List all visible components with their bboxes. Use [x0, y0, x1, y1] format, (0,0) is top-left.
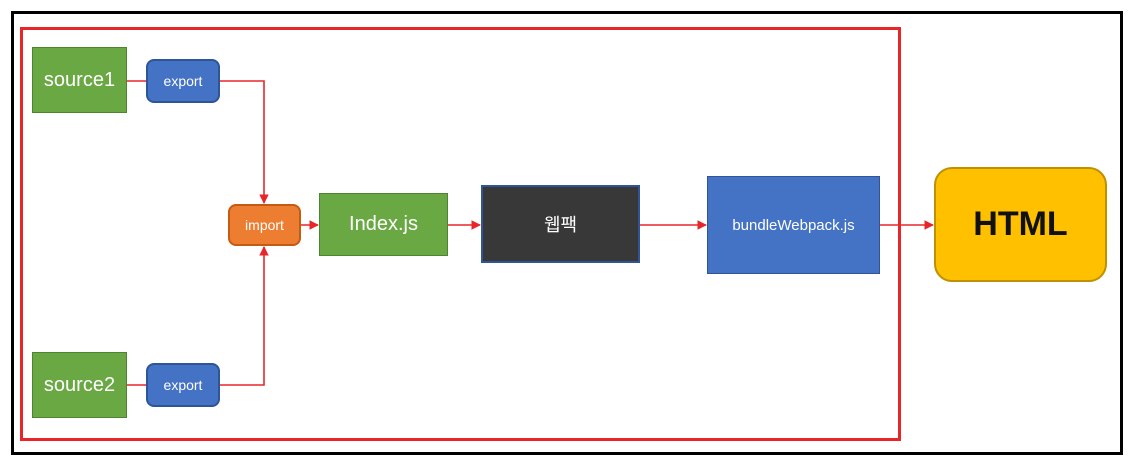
outer-frame: [11, 11, 1123, 455]
connector-export-bottom-import: [220, 246, 269, 386]
bundle-webpack-node: bundleWebpack.js: [707, 176, 880, 274]
connector-export-top-import: [220, 80, 269, 204]
html-node: HTML: [934, 167, 1107, 282]
source1-node: source1: [32, 47, 127, 113]
export-bottom-node: export: [146, 363, 220, 407]
build-process-group: [20, 27, 901, 441]
index-js-node: Index.js: [319, 193, 448, 256]
export-top-node: export: [146, 59, 220, 103]
webpack-node: 웹팩: [481, 185, 640, 263]
import-node: import: [228, 204, 301, 246]
source2-node: source2: [32, 352, 127, 418]
